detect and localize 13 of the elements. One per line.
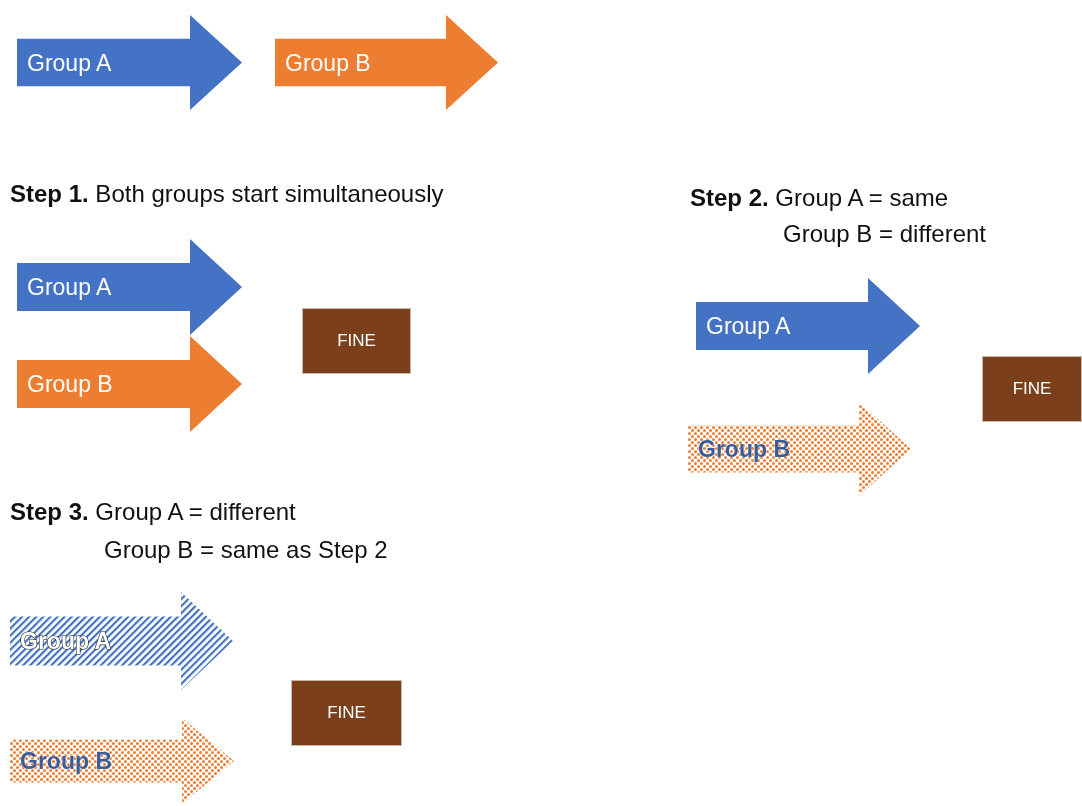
step-note: Step 1. Both groups start simultaneously bbox=[10, 180, 444, 208]
arrow-label: Group B bbox=[27, 370, 113, 398]
step-note: Step 2. Group A = same bbox=[690, 184, 949, 212]
arrow-label: Group A bbox=[27, 49, 112, 76]
step-note: Step 3. Group A = different bbox=[10, 498, 296, 526]
step-note: Group B = same as Step 2 bbox=[104, 536, 388, 564]
status-box: FINE bbox=[982, 356, 1082, 422]
arrow-label: Group A bbox=[706, 312, 791, 340]
arrow-label: Group A bbox=[27, 273, 112, 301]
step-note: Group B = different bbox=[783, 220, 986, 248]
arrow-label: Group B bbox=[285, 49, 371, 76]
status-box: FINE bbox=[291, 680, 402, 746]
status-box: FINE bbox=[302, 308, 411, 374]
